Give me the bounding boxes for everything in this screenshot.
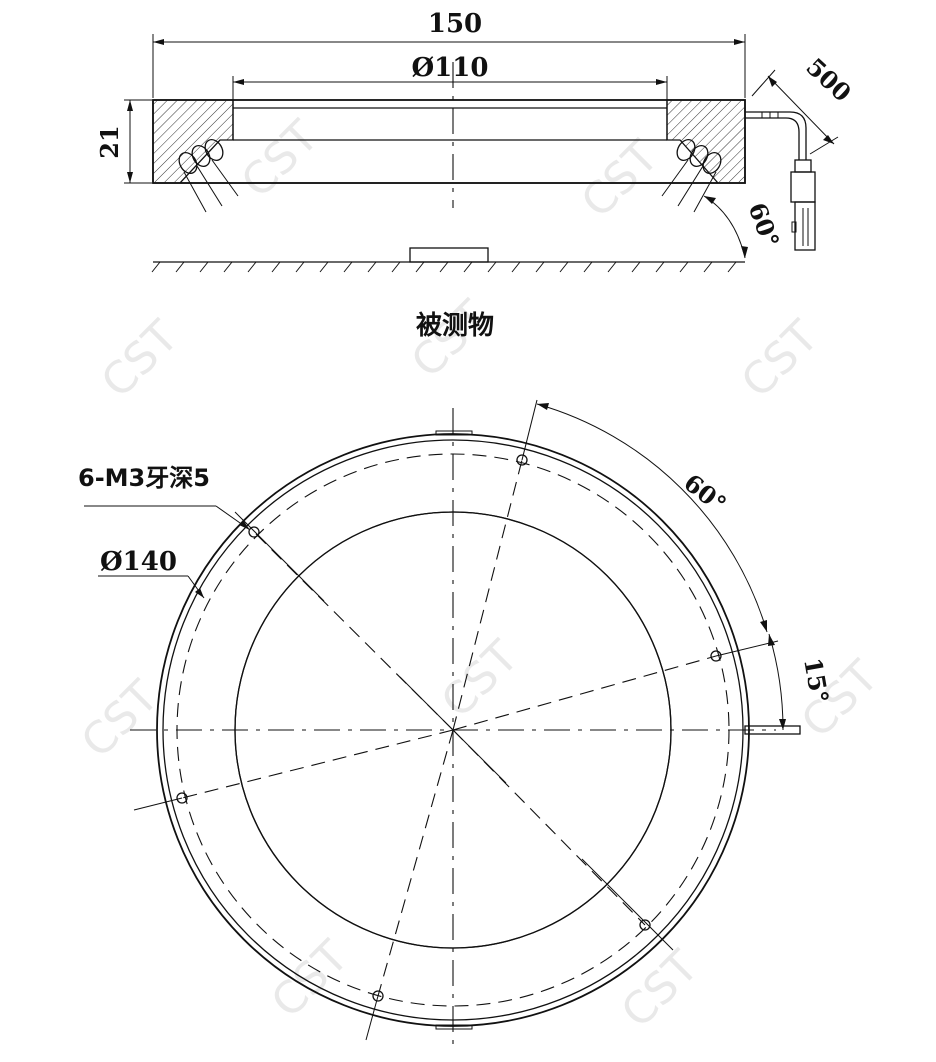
object-label: 被测物	[416, 311, 494, 341]
object-block	[409, 247, 489, 263]
dimension-line-500	[767, 75, 835, 145]
watermark-3: CST	[732, 311, 829, 408]
dim-angle-15-text: 15°	[798, 656, 834, 706]
watermark-5: CST	[572, 131, 669, 228]
ground-hatch	[151, 261, 737, 273]
dim-height-text: 21	[95, 125, 124, 158]
watermark-4: CST	[232, 111, 329, 208]
aperture-circle	[234, 511, 672, 949]
watermark-10: CST	[612, 941, 709, 1038]
hole-4	[372, 990, 384, 1002]
watermark-6: CST	[72, 671, 169, 768]
outer-ring-inner-edge	[162, 439, 744, 1021]
angle-arc-60-top	[536, 403, 768, 633]
label-holes: 6-M3牙深5	[78, 464, 210, 492]
led-group-left	[178, 139, 239, 213]
dim-angle-60-text: 60°	[678, 468, 732, 519]
hole-5	[176, 792, 188, 804]
radial-line-60deg	[452, 459, 523, 731]
led-group-right	[661, 139, 722, 213]
hole-6	[248, 526, 260, 538]
dim-angle-side-text: 60°	[743, 199, 786, 252]
hole-1	[516, 454, 528, 466]
mounting-holes	[176, 454, 722, 1002]
dim-pcd-text: Ø140	[100, 547, 177, 577]
hatch-right	[666, 99, 746, 184]
cable-exit	[744, 725, 801, 735]
watermark-layer: CST CST CST CST CST CST CST CST CST CST	[72, 111, 889, 1038]
dim-cable-text: 500	[801, 52, 857, 107]
hole-2	[710, 650, 722, 662]
dim-inner-diameter-text: Ø110	[412, 53, 489, 83]
watermark-9: CST	[262, 931, 359, 1028]
top-view: 60° 15° 6-M3牙深5 Ø140	[78, 399, 835, 1050]
angle-arc-60	[703, 195, 746, 259]
radial-line-15deg	[452, 655, 717, 731]
bolt-circle	[176, 453, 730, 1007]
watermark-1: CST	[92, 311, 189, 408]
angle-arc-15-top	[768, 633, 784, 731]
hatch-left	[152, 99, 234, 184]
hole-3	[639, 919, 651, 931]
watermark-7: CST	[432, 631, 529, 728]
outer-ring	[156, 433, 750, 1027]
cable-connector	[745, 111, 816, 251]
dim-width-text: 150	[428, 9, 482, 39]
side-view: 150 Ø110 21	[95, 9, 857, 341]
